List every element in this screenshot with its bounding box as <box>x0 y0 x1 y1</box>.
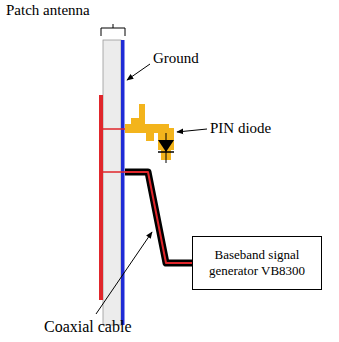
instrument-box: Baseband signal generator VB8300 <box>192 236 322 290</box>
leader-line <box>177 129 207 132</box>
part-label: PIN diode <box>210 120 271 137</box>
ground-plane <box>121 40 125 325</box>
bracket <box>101 24 125 36</box>
pin-diode-circuit <box>125 104 174 163</box>
part-label: Ground <box>153 50 199 67</box>
part-label: Coaxial cable <box>44 318 132 336</box>
feed-via <box>103 171 125 173</box>
leader-line <box>96 232 152 314</box>
box-text: Baseband signal generator VB8300 <box>193 247 321 278</box>
diode-via <box>103 128 125 130</box>
patch-conductor <box>99 95 103 300</box>
coaxial-cable <box>125 172 192 263</box>
part-label: Patch antenna <box>6 2 90 19</box>
substrate <box>103 40 121 325</box>
leader-line <box>127 64 150 80</box>
